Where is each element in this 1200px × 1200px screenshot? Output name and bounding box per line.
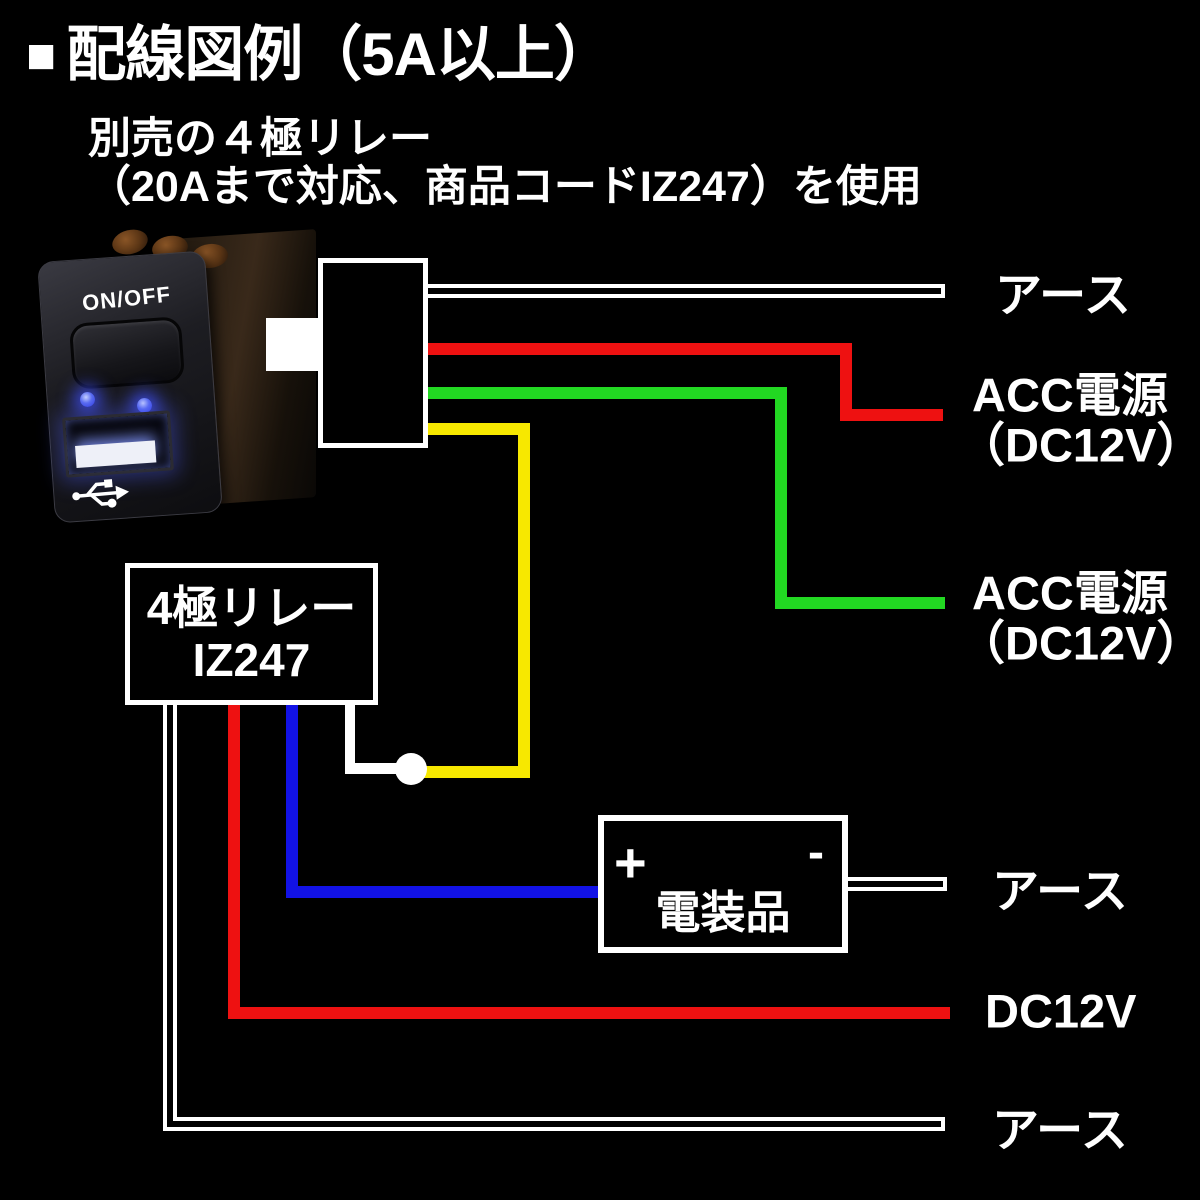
device-box-label: 電装品: [655, 887, 791, 938]
wire-acc-red-v: [840, 343, 852, 421]
connector-tab: [266, 318, 322, 371]
wire-dc12v-v: [228, 705, 240, 1019]
wire-ground-bottom-v-core: [167, 705, 173, 1127]
label-acc-power-1: ACC電源: [972, 368, 1168, 422]
label-acc-power-2: ACC電源: [972, 566, 1168, 620]
wire-ground-device-core: [848, 881, 943, 887]
wire-relay-output-h: [345, 763, 407, 774]
usb-tongue: [75, 440, 157, 468]
switch-led-right: [137, 398, 152, 413]
switch-usb-port: [62, 410, 174, 478]
label-ground-bottom: アース: [992, 1103, 1128, 1157]
switch-led-left: [80, 392, 95, 407]
label-acc-power-2-sub: （DC12V）: [958, 616, 1200, 670]
device-box: + - 電装品: [598, 815, 848, 953]
wire-acc-green-h2: [775, 597, 945, 609]
wire-ground-bottom-h-core: [167, 1121, 941, 1127]
subtitle-line2: （20Aまで対応、商品コードIZ247）を使用: [88, 163, 922, 211]
device-minus-label: -: [808, 826, 824, 879]
wire-acc-red-h2: [840, 409, 943, 421]
switch-terminal: [109, 226, 151, 258]
wire-device-blue-v: [286, 705, 298, 898]
wire-yellow-v: [518, 423, 530, 778]
switch-rocker-button: [68, 316, 186, 390]
wire-yellow-h1: [428, 423, 530, 435]
relay-box-line1: 4極リレー: [146, 581, 357, 634]
switch-photo: ON/OFF: [24, 224, 334, 529]
subtitle-line1: 別売の４極リレー: [88, 115, 432, 163]
usb-trident-icon: [72, 479, 130, 508]
switch-connector-box: [318, 258, 428, 448]
title-bullet-icon: ■: [26, 27, 57, 83]
label-ground-device: アース: [992, 864, 1128, 918]
wire-acc-red-h1: [428, 343, 852, 355]
relay-box: 4極リレー IZ247: [125, 563, 378, 705]
wire-device-blue-h: [286, 886, 598, 898]
page-title: ■ 配線図例（5A以上）: [26, 21, 614, 88]
relay-box-line2: IZ247: [192, 634, 311, 686]
wire-yellow-h2: [413, 766, 530, 778]
wire-relay-output-v: [345, 702, 355, 774]
label-dc12v: DC12V: [985, 984, 1137, 1038]
label-acc-power-1-sub: （DC12V）: [958, 418, 1200, 472]
wire-acc-green-h1: [428, 387, 782, 399]
label-ground-top: アース: [995, 268, 1131, 322]
page-title-text: 配線図例（5A以上）: [66, 21, 614, 88]
wire-acc-green-v: [775, 387, 787, 609]
wire-ground-top-core: [428, 288, 941, 294]
device-plus-label: +: [614, 831, 647, 894]
wire-dc12v-h: [228, 1007, 950, 1019]
junction-dot: [395, 753, 427, 785]
